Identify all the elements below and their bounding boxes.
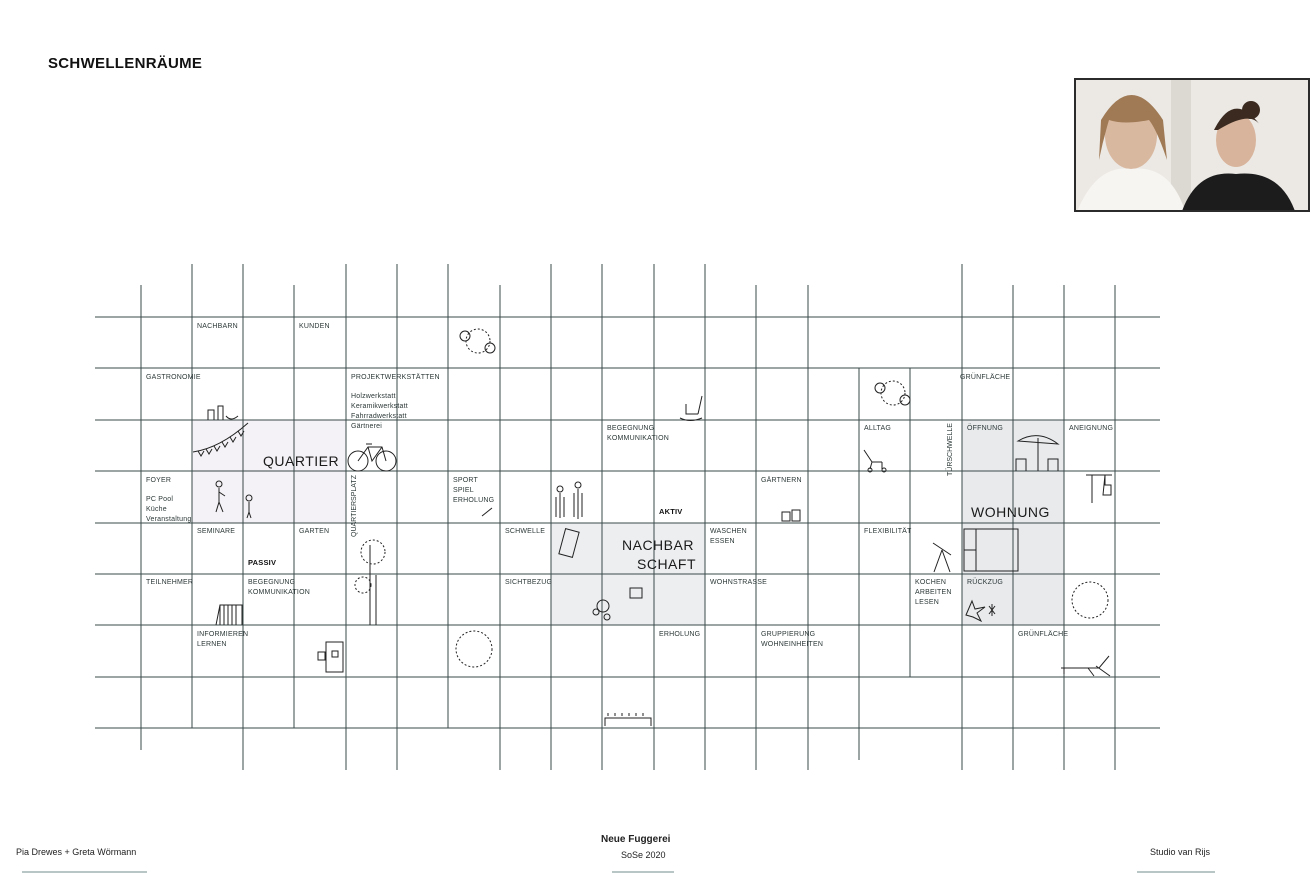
footer-divider xyxy=(1137,871,1215,873)
tree-icon xyxy=(874,380,911,406)
label-gaertnern: GÄRTNERN xyxy=(761,477,802,484)
footer-semester: SoSe 2020 xyxy=(621,850,666,860)
bush-icon xyxy=(1071,581,1109,619)
hanging-clothes-icon xyxy=(1086,474,1112,503)
participants-video xyxy=(1076,80,1308,210)
tree-icon xyxy=(459,328,496,354)
label-schwelle: SCHWELLE xyxy=(505,528,546,535)
label-erholung: ERHOLUNG xyxy=(659,631,701,638)
bed-icon xyxy=(963,528,1019,572)
footer-divider xyxy=(612,871,674,873)
label-projektwerkstaetten: PROJEKTWERKSTÄTTEN xyxy=(351,374,440,381)
label-seminare: SEMINARE xyxy=(197,528,236,535)
footer-project: Neue Fuggerei xyxy=(601,834,671,845)
label-alltag: ALLTAG xyxy=(864,425,892,432)
label-kunden: KUNDEN xyxy=(299,323,330,330)
label-nachbarn: NACHBARN xyxy=(197,323,238,330)
label-passiv: PASSIV xyxy=(248,558,277,567)
lounger-icon xyxy=(1061,655,1111,677)
tree-icon xyxy=(354,539,386,625)
label-wohnstrasse: WOHNSTRASSE xyxy=(710,579,768,586)
table-icon xyxy=(558,528,580,558)
bunting-icon xyxy=(192,422,249,457)
label-gruenflaeche-2: GRÜNFLÄCHE xyxy=(1018,631,1069,638)
label-aktiv: AKTIV xyxy=(659,507,683,516)
cafe-icon xyxy=(207,405,239,420)
label-garten: GARTEN xyxy=(299,528,330,535)
label-foyer-list: PC Pool Küche Veranstaltung xyxy=(146,496,192,523)
plant-pots-icon xyxy=(781,509,801,522)
slide-title: SCHWELLENRÄUME xyxy=(48,55,203,72)
bookshelf-icon xyxy=(215,604,243,626)
label-kochen: KOCHEN ARBEITEN LESEN xyxy=(915,579,952,606)
zone-title-nachbar: NACHBAR xyxy=(622,537,694,553)
label-werkstaetten-list: Holzwerkstatt Keramikwerkstatt Fahrradwe… xyxy=(351,393,408,430)
label-foyer: FOYER xyxy=(146,477,172,484)
parasol-icon xyxy=(1015,435,1060,471)
label-begegnung: BEGEGNUNG KOMMUNIKATION xyxy=(607,425,669,442)
label-gruppierung: GRUPPIERUNG WOHNEINHEITEN xyxy=(761,631,824,648)
label-sport: SPORT SPIEL ERHOLUNG xyxy=(453,477,495,504)
label-aneignung: ANEIGNUNG xyxy=(1069,425,1114,432)
zone-title-schaft: SCHAFT xyxy=(637,556,696,572)
dumbbell-icon xyxy=(481,507,493,517)
bench-icon xyxy=(604,713,652,726)
label-rueckzug: RÜCKZUG xyxy=(967,579,1004,586)
label-teilnehmer: TEILNEHMER xyxy=(146,579,194,586)
telescope-icon xyxy=(932,542,952,573)
zone-title-quartier: QUARTIER xyxy=(263,453,340,469)
zone-title-wohnung: WOHNUNG xyxy=(971,504,1050,520)
label-quartiersplatz: QUARTIERSPLATZ xyxy=(351,475,358,537)
family-icon xyxy=(555,481,583,519)
footer-divider xyxy=(22,871,147,873)
label-oeffnung: ÖFFNUNG xyxy=(967,425,1004,432)
footer-authors: Pia Drewes + Greta Wörmann xyxy=(16,847,137,857)
footer-studio: Studio van Rijs xyxy=(1150,847,1211,857)
label-begegnung-2: BEGEGNUNG KOMMUNIKATION xyxy=(248,579,310,596)
stroller-icon xyxy=(863,449,887,473)
rocking-chair-icon xyxy=(679,395,703,421)
bush-icon xyxy=(455,630,493,668)
label-gastronomie: GASTRONOMIE xyxy=(146,374,201,381)
label-waschen: WASCHEN ESSEN xyxy=(710,528,747,545)
desk-icon xyxy=(317,641,344,673)
label-gruenflaeche: GRÜNFLÄCHE xyxy=(960,374,1011,381)
plants-icon xyxy=(965,599,996,623)
bicycle-icon xyxy=(347,443,397,472)
video-call-overlay[interactable] xyxy=(1074,78,1310,212)
label-tuerschwelle: TÜRSCHWELLE xyxy=(947,423,954,476)
label-sichtbezug: SICHTBEZUG xyxy=(505,579,553,586)
people-icon xyxy=(215,480,253,519)
label-flexibilitaet: FLEXIBILITÄT xyxy=(864,528,912,535)
label-informieren: INFORMIEREN LERNEN xyxy=(197,631,249,648)
seating-icon xyxy=(592,587,643,621)
